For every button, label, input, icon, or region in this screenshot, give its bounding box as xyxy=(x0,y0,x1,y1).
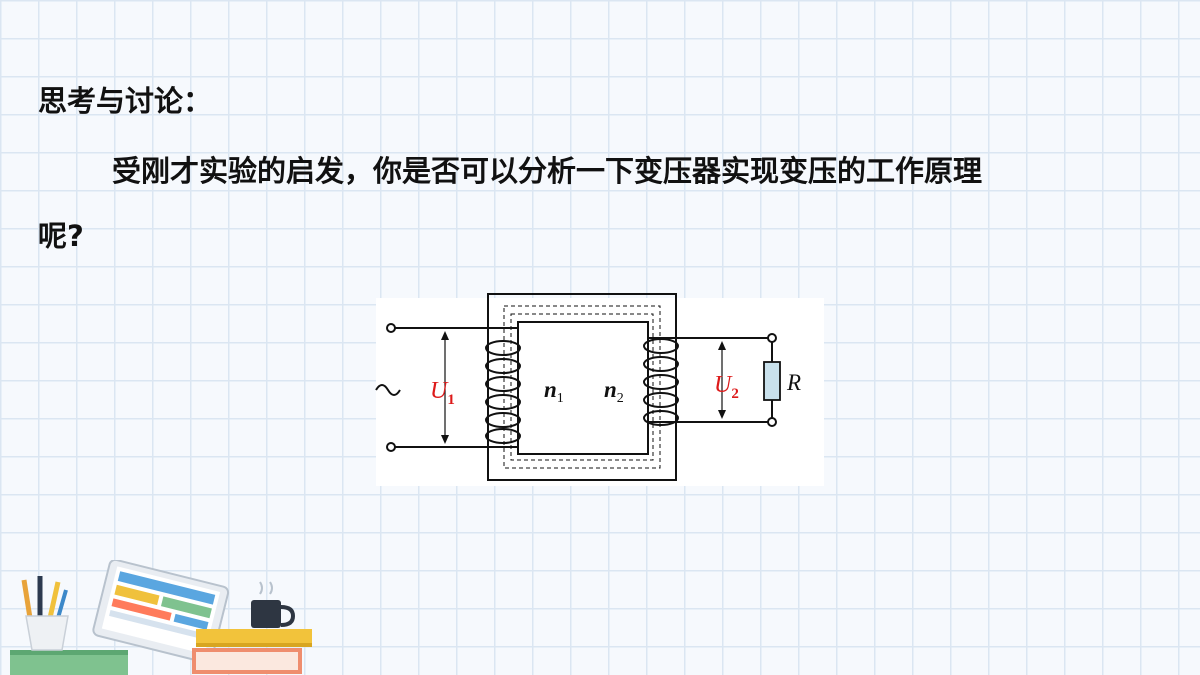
question-line-1: 受刚才实验的启发，你是否可以分析一下变压器实现变压的工作原理 xyxy=(112,154,983,188)
n1-label: n1 xyxy=(544,377,564,406)
question-line-2: 呢? xyxy=(38,219,84,253)
n1-subscript: 1 xyxy=(557,391,564,406)
secondary-terminal-bottom xyxy=(767,417,777,427)
u1-arrow-head-bottom xyxy=(441,435,449,444)
resistor xyxy=(763,361,781,401)
pencil-cup-icon xyxy=(21,576,69,651)
coffee-mug-icon xyxy=(251,581,296,628)
primary-coil xyxy=(485,340,521,444)
u2-arrow-head-top xyxy=(718,341,726,350)
u1-subscript: 1 xyxy=(447,392,455,408)
heading: 思考与讨论： xyxy=(38,84,213,118)
primary-circuit xyxy=(375,323,518,452)
desk-illustration xyxy=(10,560,312,675)
u1-arrow-head-top xyxy=(441,331,449,340)
n2-subscript: 2 xyxy=(617,391,624,406)
ac-source-icon xyxy=(375,384,401,396)
n2-label: n2 xyxy=(604,377,624,406)
r-label: R xyxy=(786,370,801,395)
u2-subscript: 2 xyxy=(731,386,739,402)
u2-label: U2 xyxy=(714,372,739,402)
primary-terminal-top xyxy=(386,323,396,333)
secondary-terminal-top xyxy=(767,333,777,343)
u1-label: U1 xyxy=(430,378,455,408)
tablet-icon xyxy=(92,560,230,664)
u2-arrow-head-bottom xyxy=(718,410,726,419)
secondary-circuit xyxy=(648,333,781,427)
flux-path-outer xyxy=(503,305,661,469)
yellow-book xyxy=(196,629,312,647)
flux-path-inner xyxy=(510,313,654,461)
primary-terminal-bottom xyxy=(386,442,396,452)
